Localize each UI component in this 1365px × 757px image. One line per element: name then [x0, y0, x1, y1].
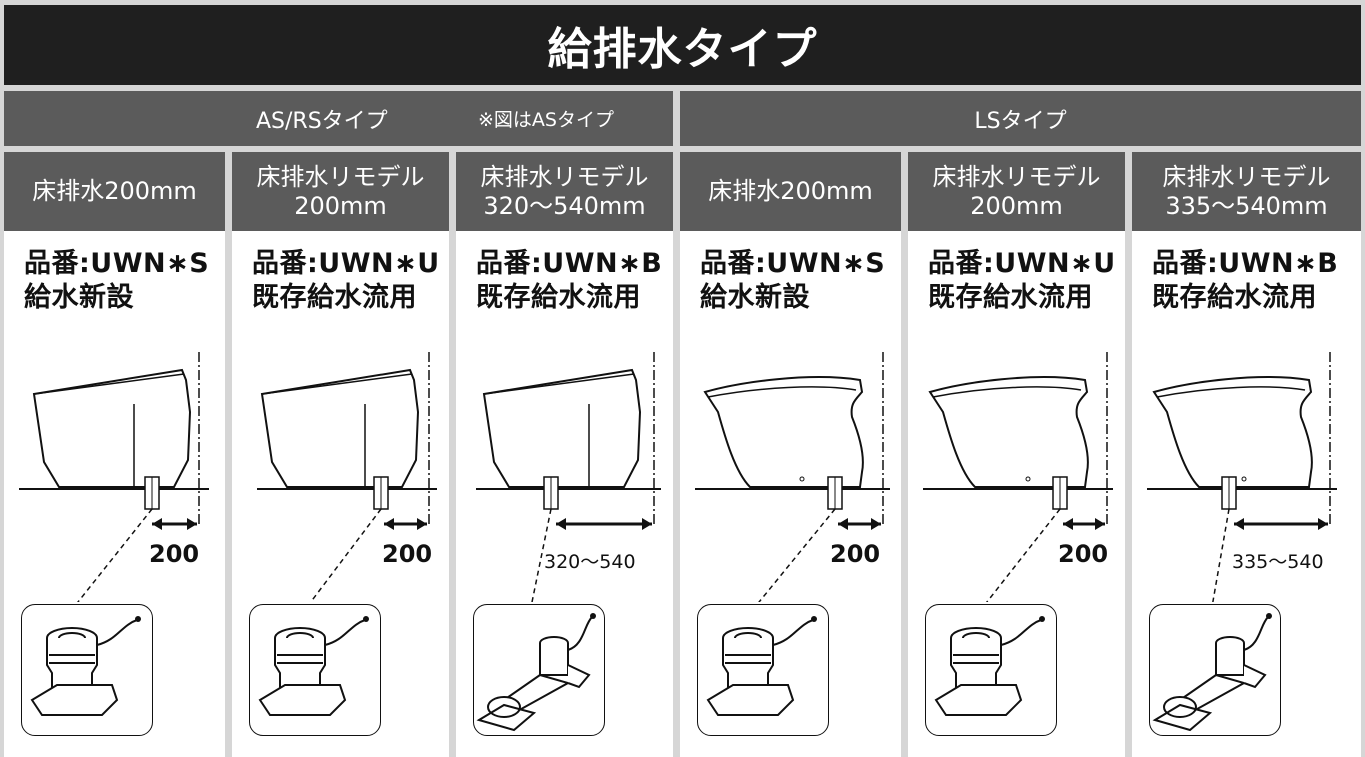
floor-drain-fitting-icon — [21, 604, 153, 736]
floor-drain-fitting-icon — [249, 604, 381, 736]
toilet-as-drawing-icon — [257, 352, 437, 602]
toilet-as-drawing-icon — [476, 352, 661, 602]
toilet-as-drawing-icon — [19, 352, 209, 602]
model-number: 品番:UWN∗S — [24, 248, 210, 279]
column-header-line1: 床排水リモデル — [480, 162, 649, 191]
column-header-line1: 床排水リモデル — [1162, 162, 1331, 191]
model-block: 品番:UWN∗B 既存給水流用 — [476, 247, 662, 315]
group-header-ls: LSタイプ — [680, 91, 1361, 146]
drain-distance: 200 — [830, 540, 881, 568]
drain-distance: 320〜540 — [544, 551, 636, 573]
column-ls-floor-200: 床排水200mm 品番:UWN∗S 給水新設 200 — [680, 152, 901, 757]
group-title-as-rs: AS/RSタイプ — [256, 108, 388, 134]
floor-drain-fitting-icon — [925, 604, 1057, 736]
supply-type: 既存給水流用 — [252, 282, 417, 313]
model-block: 品番:UWN∗S 給水新設 — [24, 247, 209, 315]
toilet-ls-drawing-icon — [695, 352, 890, 602]
toilet-ls-drawing-icon — [1147, 352, 1337, 602]
model-number: 品番:UWN∗B — [1152, 248, 1339, 279]
supply-type: 給水新設 — [700, 282, 810, 313]
group-title-ls: LSタイプ — [974, 108, 1067, 134]
column-header-line2: 335〜540mm — [1165, 191, 1328, 220]
offset-drain-fitting-icon — [473, 604, 605, 736]
supply-type: 既存給水流用 — [1152, 282, 1317, 313]
model-number: 品番:UWN∗U — [252, 248, 440, 279]
toilet-ls-drawing-icon — [923, 352, 1113, 602]
column-header-line2: 200mm — [294, 191, 387, 220]
column-header-line2: 320〜540mm — [483, 191, 646, 220]
supply-type: 給水新設 — [24, 282, 134, 313]
model-block: 品番:UWN∗B 既存給水流用 — [1152, 247, 1338, 315]
column-header-line2: 200mm — [970, 191, 1063, 220]
drain-distance: 200 — [149, 540, 200, 568]
column-header: 床排水200mm — [4, 152, 225, 231]
column-header-line1: 床排水リモデル — [256, 162, 425, 191]
model-block: 品番:UWN∗S 給水新設 — [700, 247, 885, 315]
column-header-line1: 床排水200mm — [32, 177, 197, 205]
model-number: 品番:UWN∗B — [476, 248, 663, 279]
group-header-as-rs: AS/RSタイプ ※図はASタイプ — [4, 91, 673, 146]
model-block: 品番:UWN∗U 既存給水流用 — [252, 247, 440, 315]
model-number: 品番:UWN∗S — [700, 248, 886, 279]
column-header: 床排水200mm — [680, 152, 901, 231]
offset-drain-fitting-icon — [1149, 604, 1281, 736]
column-as-floor-200: 床排水200mm 品番:UWN∗S 給水新設 200 — [4, 152, 225, 757]
group-note-as: ※図はASタイプ — [478, 109, 614, 131]
model-block: 品番:UWN∗U 既存給水流用 — [928, 247, 1116, 315]
column-header-line1: 床排水200mm — [708, 177, 873, 205]
drain-distance: 200 — [1058, 540, 1109, 568]
drain-distance: 200 — [382, 540, 433, 568]
page-title: 給排水タイプ — [4, 5, 1361, 85]
floor-drain-fitting-icon — [697, 604, 829, 736]
supply-type: 既存給水流用 — [476, 282, 641, 313]
supply-type: 既存給水流用 — [928, 282, 1093, 313]
drain-distance: 335〜540 — [1232, 551, 1324, 573]
column-header-line1: 床排水リモデル — [932, 162, 1101, 191]
model-number: 品番:UWN∗U — [928, 248, 1116, 279]
